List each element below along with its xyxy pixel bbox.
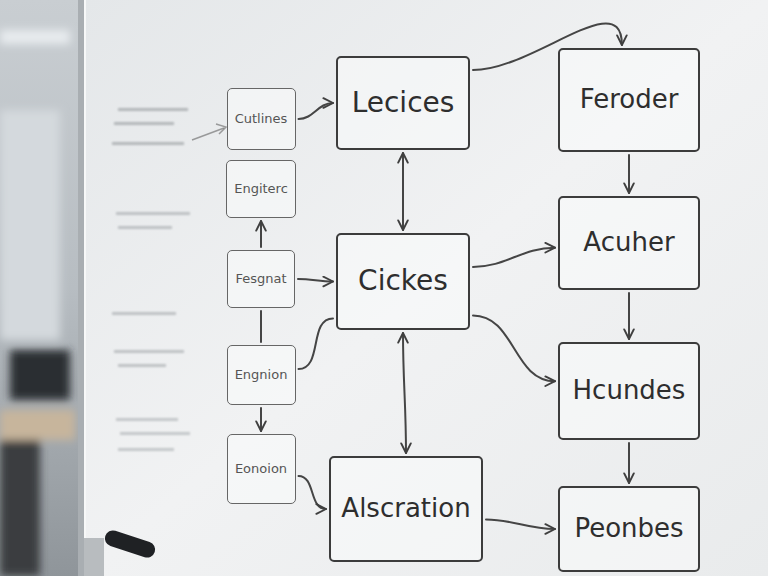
faint-notes (112, 108, 190, 451)
box-label: Eonoion (235, 462, 287, 477)
box-label: Hcundes (573, 376, 686, 406)
box-label: Alscration (341, 494, 470, 524)
flow-arrow (403, 333, 406, 453)
process-box: Hcundes (558, 342, 700, 440)
process-box: Engnion (227, 345, 296, 405)
blurred-office (0, 30, 75, 576)
box-label: Lecices (352, 87, 455, 119)
board-frame (78, 0, 86, 576)
flow-arrow (298, 279, 333, 282)
flow-arrow (628, 293, 630, 339)
process-box: Cutlines (227, 88, 296, 150)
process-box: Acuher (558, 196, 700, 290)
process-box: Lecices (336, 56, 470, 150)
box-label: Acuher (583, 228, 674, 258)
box-label: Engnion (235, 368, 288, 383)
flow-arrow (486, 520, 555, 529)
board-frame-highlight (84, 0, 86, 576)
flow-arrow (299, 318, 334, 369)
flow-arrow (260, 408, 262, 431)
flow-arrow (628, 155, 630, 193)
process-box: Fesgnat (227, 250, 295, 308)
marker-tray (84, 538, 104, 576)
flow-arrow (473, 315, 555, 381)
faint-arrowhead (216, 124, 226, 134)
box-label: Fesgnat (235, 272, 286, 287)
box-label: Cutlines (235, 112, 288, 127)
flow-arrow (260, 311, 262, 342)
process-box: Engiterc (226, 160, 296, 218)
box-label: Feroder (580, 85, 679, 115)
process-box: Peonbes (558, 486, 700, 572)
process-box: Feroder (558, 48, 700, 152)
flow-arrow (402, 153, 404, 230)
whiteboard-surface (84, 0, 768, 576)
box-label: Cickes (358, 265, 448, 297)
process-box: Alscration (329, 456, 483, 562)
flow-arrow (628, 443, 630, 483)
box-label: Engiterc (234, 182, 288, 197)
process-box: Cickes (336, 233, 470, 330)
flow-arrow (299, 476, 327, 509)
flow-arrow (299, 103, 334, 119)
box-label: Peonbes (574, 514, 683, 544)
process-box: Eonoion (227, 434, 296, 504)
marker-pen (103, 528, 157, 559)
flow-arrow (260, 221, 262, 247)
flow-arrow (473, 248, 555, 267)
